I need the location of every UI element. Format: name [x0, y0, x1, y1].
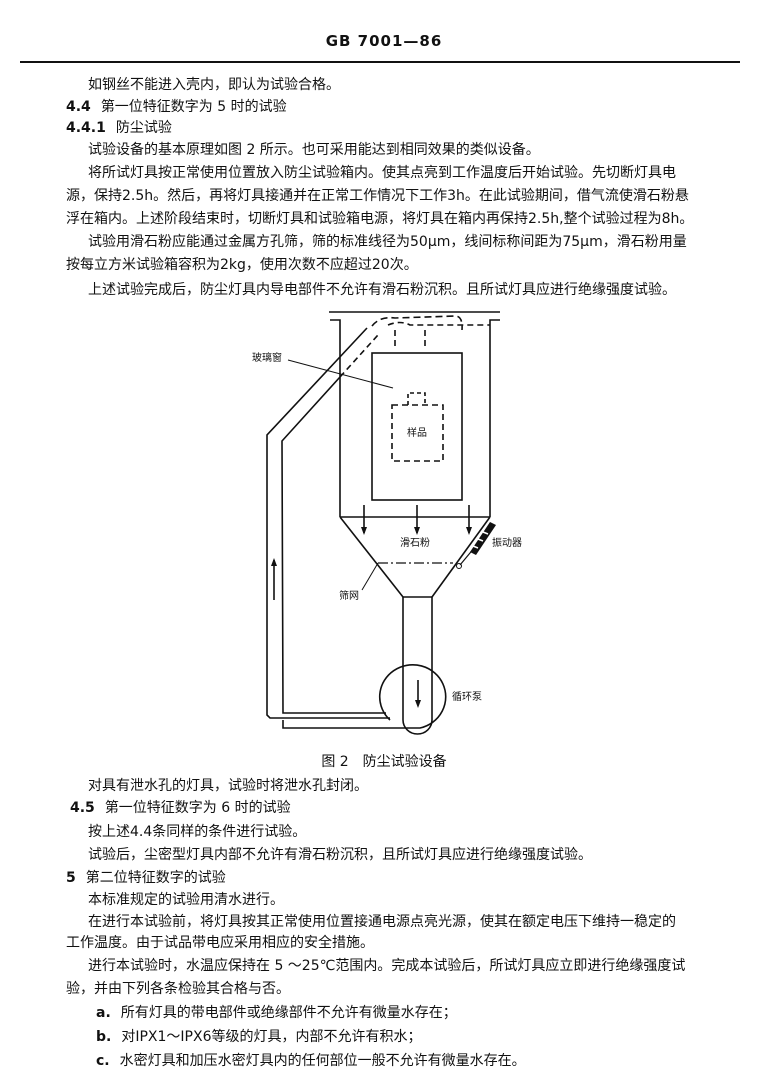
paragraph-line: 浮在箱内。上述阶段结束时，切断灯具和试验箱电源，将灯具在箱内再保持2.5h,整个…	[66, 211, 694, 227]
paragraph-line: 上述试验完成后，防尘灯具内导电部件不允许有滑石粉沉积。且所试灯具应进行绝缘强度试…	[88, 282, 676, 298]
header-rule	[20, 61, 740, 63]
paragraph-line: 试验用滑石粉应能通过金属方孔筛，筛的标准线径为50μm，线间标称间距为75μm，…	[88, 234, 687, 250]
neck-bottom	[402, 719, 433, 735]
list-item-b: b.对IPX1～IPX6等级的灯具，内部不允许有积水；	[96, 1029, 422, 1045]
arrowhead	[466, 527, 472, 535]
chamber-left-wall	[330, 319, 341, 517]
label-pump: 循环泵	[452, 690, 482, 703]
list-item-c: c.水密灯具和加压水密灯具内的任何部位一般不允许有微量水存在。	[96, 1053, 526, 1069]
funnel-right	[431, 516, 491, 598]
label-sample: 样品	[407, 426, 427, 439]
chamber-right-wall	[489, 319, 500, 517]
arrowhead	[414, 527, 420, 535]
label-screen: 筛网	[339, 589, 359, 602]
airflow-path	[371, 315, 463, 331]
arrowhead	[361, 527, 367, 535]
paragraph-line: 按上述4.4条同样的条件进行试验。	[88, 824, 307, 840]
airflow-path	[387, 321, 490, 326]
screen-leader	[361, 562, 379, 591]
sample-outline	[391, 404, 444, 462]
paragraph-line: 按每立方米试验箱容积为2kg，使用次数不应超过20次。	[66, 257, 418, 273]
arrowhead	[271, 558, 277, 566]
paragraph-line: 如钢丝不能进入壳内，即认为试验合格。	[88, 77, 340, 93]
vibrator-hatching	[472, 531, 489, 549]
paragraph-line: 对具有泄水孔的灯具，试验时将泄水孔封闭。	[88, 778, 368, 794]
circulation-pump	[282, 664, 447, 729]
arrowhead	[415, 700, 421, 708]
label-glass-window: 玻璃窗	[252, 351, 282, 364]
vibrator-pivot	[456, 563, 462, 569]
paragraph-line: 试验设备的基本原理如图 2 所示。也可采用能达到相同效果的类似设备。	[88, 142, 540, 158]
paragraph-line: 进行本试验时，水温应保持在 5 ～25℃范围内。完成本试验后，所试灯具应立即进行…	[88, 958, 686, 974]
glass-window-leader	[287, 359, 394, 389]
paragraph-line: 试验后，尘密型灯具内部不允许有滑石粉沉积，且所试灯具应进行绝缘强度试验。	[88, 847, 592, 863]
list-item-a: a.所有灯具的带电部件或绝缘部件不允许有微量水存在；	[96, 1005, 457, 1021]
funnel-left	[339, 516, 404, 598]
return-pipe-inner	[281, 376, 386, 714]
label-talc: 滑石粉	[400, 536, 430, 549]
sample-top	[407, 392, 426, 405]
paragraph-line: 验，并由下列各条检验其合格与否。	[66, 981, 290, 997]
paragraph-line: 本标准规定的试验用清水进行。	[88, 892, 284, 908]
paragraph-line: 工作温度。由于试品带电应采用相应的安全措施。	[66, 935, 374, 951]
return-pipe-outer	[266, 327, 390, 719]
glass-window	[371, 352, 463, 501]
label-vibrator: 振动器	[492, 536, 522, 549]
figure-caption: 图 2 防尘试验设备	[321, 754, 447, 770]
paragraph-line: 在进行本试验前，将灯具按其正常使用位置接通电源点亮光源，使其在额定电压下维持一稳…	[88, 914, 676, 930]
paragraph-line: 将所试灯具按正常使用位置放入防尘试验箱内。使其点亮到工作温度后开始试验。先切断灯…	[88, 165, 676, 181]
paragraph-line: 源，保持2.5h。然后，再将灯具接通并在正常工作情况下工作3h。在此试验期间，借…	[66, 188, 689, 204]
page-header: GB 7001—86	[325, 32, 443, 50]
